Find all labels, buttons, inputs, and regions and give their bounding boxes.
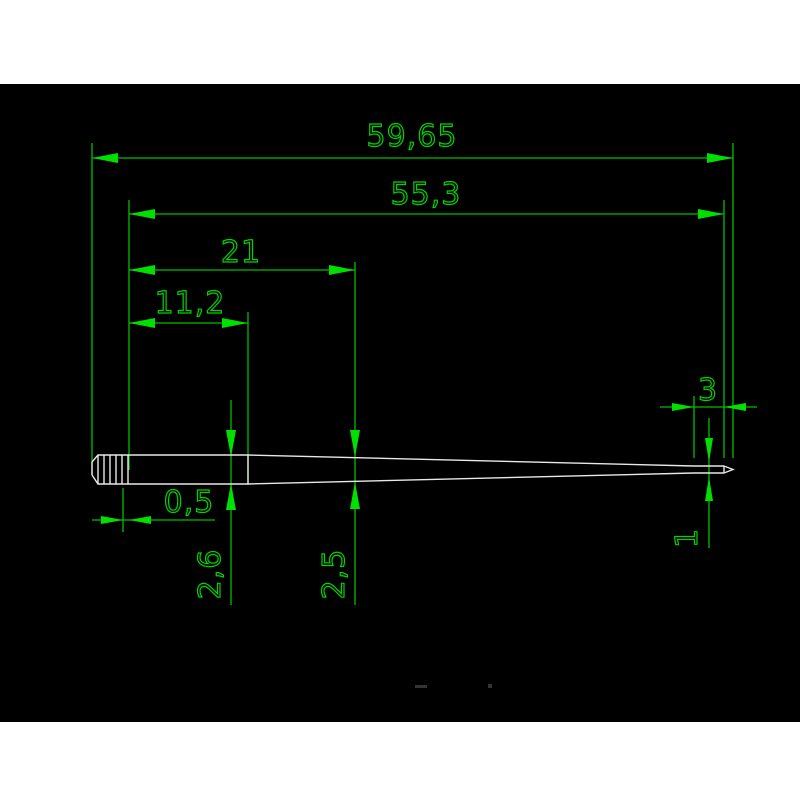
arrow-up-icon <box>350 482 360 509</box>
arrow-right-icon <box>222 318 248 328</box>
image-artifact <box>488 684 492 688</box>
dimension-label-tip-length: 3 <box>698 373 718 408</box>
arrow-left-icon <box>129 516 151 524</box>
technical-drawing: 59,65 55,3 21 11,2 0,5 2,6 <box>91 118 757 688</box>
arrow-down-icon <box>350 430 360 457</box>
dimension-tip-length: 3 <box>660 372 757 411</box>
dimension-label-diameter-at-grip: 2,6 <box>193 549 228 600</box>
arrow-right-icon <box>329 265 355 275</box>
dimension-label-taper-start: 21 <box>221 235 261 270</box>
image-artifact <box>415 685 427 688</box>
dimension-label-groove-offset: 0,5 <box>164 485 215 520</box>
dimension-tip-diameter: 1 <box>669 418 713 549</box>
arrow-up-icon <box>705 477 713 501</box>
dimension-label-tip-diameter: 1 <box>670 528 705 548</box>
tip-point <box>723 465 735 474</box>
dimension-taper-start: 21 <box>129 234 355 275</box>
pin-part-outline <box>91 454 735 485</box>
dimension-groove-offset: 0,5 <box>92 484 215 524</box>
cad-drawing-canvas: 59,65 55,3 21 11,2 0,5 2,6 <box>0 84 800 722</box>
taper-bottom-edge <box>247 472 695 485</box>
arrow-up-icon <box>226 483 236 510</box>
dimension-label-body-length: 55,3 <box>391 177 462 212</box>
dimension-diameter-at-grip: 2,6 <box>192 400 236 605</box>
arrow-left-icon <box>129 209 155 219</box>
dimension-label-overall-length: 59,65 <box>367 119 458 154</box>
arrow-left-icon <box>129 265 155 275</box>
arrow-right-icon <box>698 209 724 219</box>
arrow-right-icon <box>101 516 123 524</box>
arrow-left-icon <box>129 318 155 328</box>
arrow-down-icon <box>705 438 713 462</box>
arrow-left-icon <box>724 403 746 411</box>
taper-top-edge <box>247 454 695 467</box>
arrow-right-icon <box>707 153 733 163</box>
grooved-end <box>91 454 129 485</box>
arrow-down-icon <box>226 430 236 457</box>
dimension-body-length: 55,3 <box>129 176 724 219</box>
dimension-overall-length: 59,65 <box>92 118 733 163</box>
dimension-label-grip-length: 11,2 <box>155 286 226 321</box>
arrow-left-icon <box>92 153 118 163</box>
dimension-label-diameter-at-taper: 2,5 <box>317 549 352 600</box>
dimension-grip-length: 11,2 <box>129 285 248 328</box>
arrow-right-icon <box>672 403 694 411</box>
dimension-diameter-at-taper: 2,5 <box>316 420 360 605</box>
